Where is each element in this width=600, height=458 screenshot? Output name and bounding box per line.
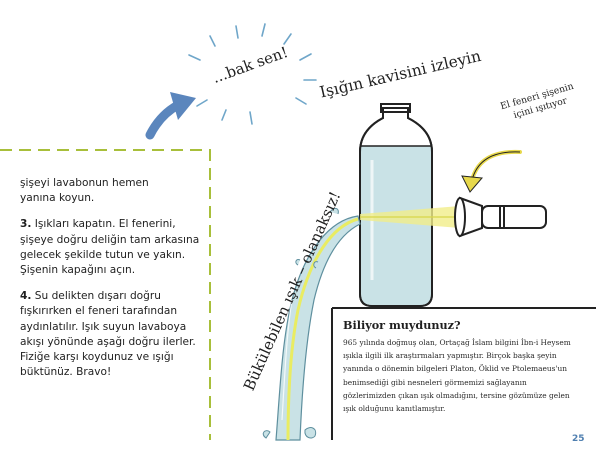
intro-paragraph: şişeyi lavabonun hemen yanına koyun. <box>20 176 200 206</box>
step-3: 3. Işıkları kapatın. El fenerini, şişeye… <box>20 217 200 278</box>
blue-arrow-icon <box>145 92 196 140</box>
step-text: şişeyi lavabonun hemen yanına koyun. 3. … <box>20 176 200 391</box>
step-4-number: 4. <box>20 290 32 303</box>
step-3-number: 3. <box>20 218 32 231</box>
dashed-frame <box>0 149 211 440</box>
step-4-text: Su delikten dışarı doğru fışkırırken el … <box>20 290 196 379</box>
water-stream <box>262 207 361 441</box>
burst-lines <box>188 23 317 125</box>
bottle <box>359 103 433 307</box>
step-4: 4. Su delikten dışarı doğru fışkırırken … <box>20 289 200 380</box>
sink-edge <box>331 307 596 440</box>
page-number: 25 <box>572 434 585 444</box>
step-3-text: Işıkları kapatın. El fenerini, şişeye do… <box>20 218 200 277</box>
info-title: Biliyor muydunuz? <box>343 318 461 332</box>
yellow-arrow-icon <box>461 149 522 193</box>
light-beam <box>360 206 460 228</box>
info-box: Biliyor muydunuz? 965 yılında doğmuş ola… <box>343 318 581 415</box>
info-body: 965 yılında doğmuş olan, Ortaçağ İslam b… <box>343 338 571 414</box>
intro-line-1: şişeyi lavabonun hemen <box>20 177 149 189</box>
intro-line-2: yanına koyun. <box>20 192 95 205</box>
flashlight-icon <box>454 196 547 238</box>
